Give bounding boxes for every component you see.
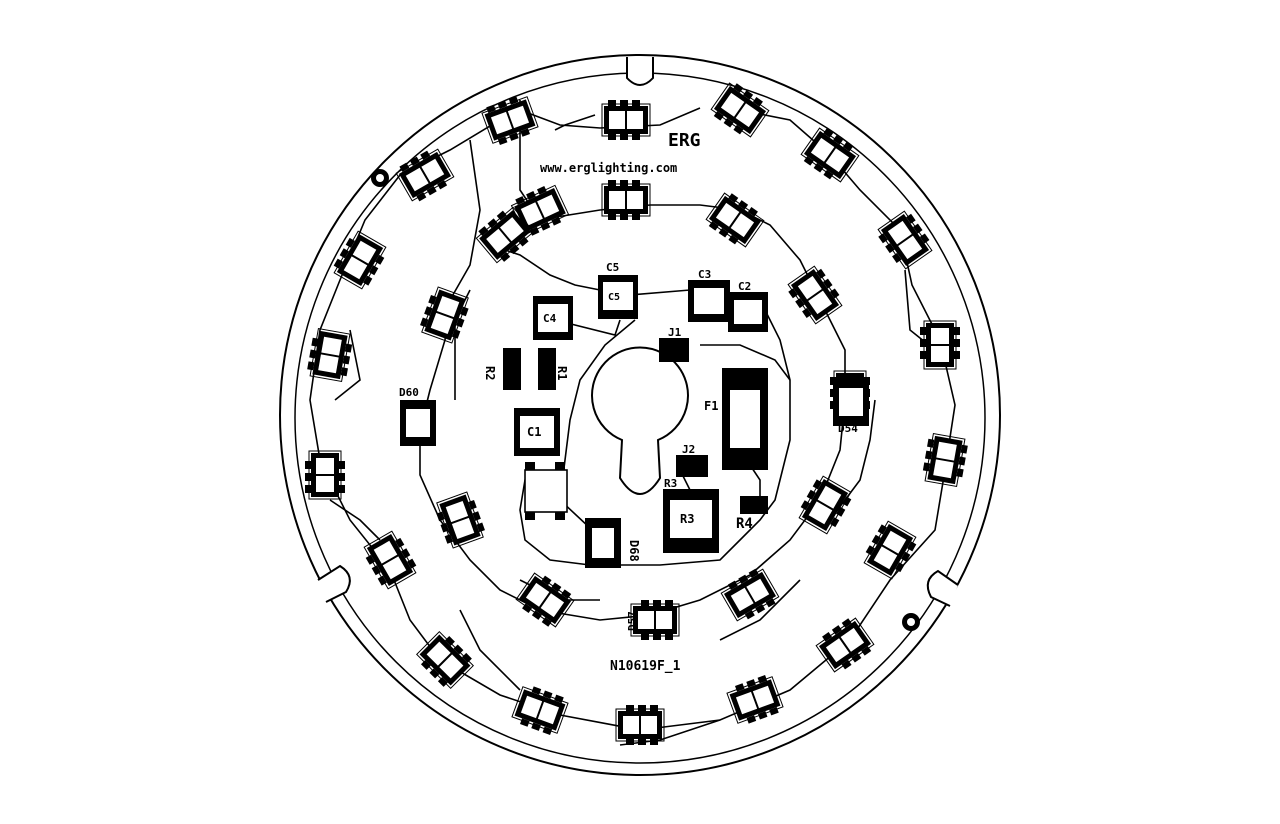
c5-label: C5	[606, 261, 619, 274]
r2-pad	[503, 348, 521, 390]
led-footprint	[800, 127, 860, 183]
led-footprint	[481, 96, 539, 145]
led-footprints	[305, 82, 968, 745]
bridge-body	[524, 469, 568, 513]
j1-pad	[659, 338, 689, 362]
led-footprint	[363, 530, 417, 590]
f1-label: F1	[704, 399, 718, 413]
c5-body-label: C5	[608, 292, 620, 303]
board-notches	[317, 57, 959, 607]
led-footprint	[475, 206, 535, 264]
led-footprint	[920, 320, 960, 370]
r3-body-label: R3	[680, 512, 694, 526]
r2-label: R2	[483, 366, 497, 380]
led-footprint	[877, 210, 933, 270]
led-footprint	[798, 475, 852, 535]
r1-pad	[538, 348, 556, 390]
mounting-holes	[371, 169, 920, 631]
led-footprint	[815, 617, 875, 673]
led-footprint	[787, 265, 843, 325]
d60-label: D60	[399, 386, 419, 399]
led-footprint	[515, 572, 575, 628]
website-text: www.erglighting.com	[540, 161, 677, 175]
d57-label: D57	[626, 611, 639, 631]
led-footprint	[720, 568, 780, 622]
c2-label: C2	[738, 280, 751, 293]
r3-label: R3	[664, 477, 677, 490]
part-number-text: N10619F_1	[610, 659, 681, 674]
c3-label: C3	[698, 268, 711, 281]
inner-components: C5 C5 C4 C3 C2 J1 F1 J2 R3 R3 R4	[399, 261, 869, 568]
led-footprint	[615, 705, 665, 745]
keyhole-cutout	[591, 346, 689, 495]
d54-label: D54	[838, 422, 858, 435]
r4-label: R4	[736, 516, 753, 532]
led-footprint	[726, 675, 784, 724]
c1-label: C1	[527, 425, 541, 439]
led-footprint	[307, 328, 353, 382]
led-footprint	[305, 450, 345, 500]
led-footprint	[710, 82, 770, 138]
r4-pad	[740, 496, 768, 514]
r1-label: R1	[555, 366, 569, 380]
led-footprint	[601, 180, 651, 220]
led-footprint	[630, 600, 680, 640]
led-footprint	[436, 491, 485, 549]
led-footprint	[601, 100, 651, 140]
led-footprint	[333, 230, 387, 290]
c4-label: C4	[543, 312, 557, 325]
led-footprint	[511, 686, 569, 735]
led-footprint	[705, 192, 765, 248]
led-footprint	[416, 631, 474, 689]
j1-label: J1	[668, 326, 682, 339]
led-footprint	[922, 433, 968, 487]
j2-pad	[676, 455, 708, 477]
j2-label: J2	[682, 443, 695, 456]
led-footprint	[395, 148, 455, 202]
d68-label: D68	[627, 540, 641, 562]
led-footprint	[863, 520, 917, 580]
led-footprint	[420, 286, 469, 344]
brand-text: ERG	[668, 130, 701, 151]
